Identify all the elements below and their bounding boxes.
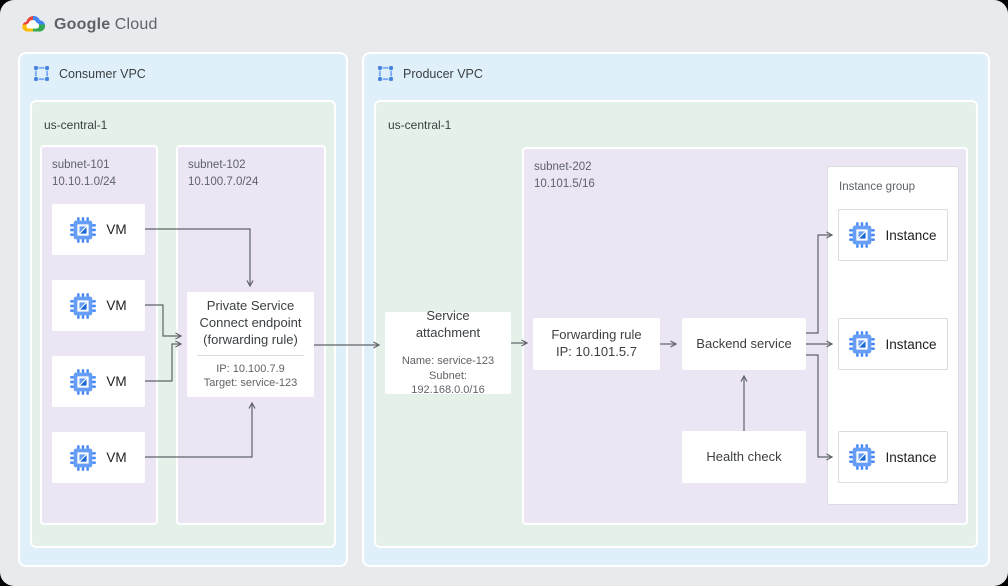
vm-label: VM (106, 450, 127, 465)
service-attachment-node: Service attachment Name: service-123 Sub… (385, 308, 511, 396)
producer-vpc-label: Producer VPC (403, 66, 483, 81)
google-cloud-icon (20, 14, 46, 35)
vpc-network-icon (377, 65, 394, 82)
google-cloud-logo: Google Cloud (20, 14, 158, 35)
compute-engine-icon (849, 444, 875, 470)
psc-endpoint-node: Private Service Connect endpoint (forwar… (187, 292, 314, 397)
backend-service-title: Backend service (696, 335, 792, 351)
vm-label: VM (106, 298, 127, 313)
vm-label: VM (106, 374, 127, 389)
consumer-vpc-header: Consumer VPC (33, 65, 146, 82)
compute-engine-icon (70, 369, 96, 395)
instance-node-1: Instance (838, 209, 948, 261)
instance-label: Instance (885, 227, 937, 243)
vm-node-2: VM (52, 280, 145, 331)
forwarding-rule-title: Forwarding rule (551, 327, 642, 343)
vpc-network-icon (33, 65, 50, 82)
health-check-node: Health check (682, 431, 806, 483)
service-attachment-subnet: Subnet: (429, 369, 467, 382)
compute-engine-icon (849, 331, 875, 357)
instance-node-3: Instance (838, 431, 948, 483)
backend-service-node: Backend service (682, 318, 806, 370)
producer-vpc-header: Producer VPC (377, 65, 483, 82)
forwarding-rule-ip: IP: 10.101.5.7 (556, 344, 637, 359)
instance-group-label: Instance group (839, 181, 916, 193)
producer-region-label: us-central-1 (388, 118, 452, 132)
compute-engine-icon (849, 222, 875, 248)
instance-label: Instance (885, 336, 937, 352)
divider (197, 354, 304, 356)
service-attachment-cidr: 192.168.0.0/16 (411, 384, 485, 397)
vm-node-3: VM (52, 356, 145, 407)
instance-node-2: Instance (838, 318, 948, 370)
compute-engine-icon (70, 217, 96, 243)
compute-engine-icon (70, 293, 96, 319)
vm-node-4: VM (52, 432, 145, 483)
forwarding-rule-node: Forwarding rule IP: 10.101.5.7 (533, 318, 660, 370)
service-attachment-name: Name: service-123 (401, 355, 495, 368)
consumer-vpc-label: Consumer VPC (59, 66, 146, 81)
logo-product-text: Cloud (114, 15, 158, 33)
service-attachment-title: Service attachment (415, 308, 481, 341)
vm-node-1: VM (52, 204, 145, 255)
psc-endpoint-target: Target: service-123 (203, 377, 298, 390)
consumer-region-label: us-central-1 (44, 118, 108, 132)
instance-label: Instance (885, 449, 937, 465)
health-check-title: Health check (706, 448, 782, 464)
compute-engine-icon (70, 445, 96, 471)
psc-endpoint-ip: IP: 10.100.7.9 (216, 362, 285, 375)
psc-endpoint-title: Private Service Connect endpoint (forwar… (199, 298, 302, 347)
logo-brand-text: Google (54, 15, 111, 33)
vm-label: VM (106, 222, 127, 237)
